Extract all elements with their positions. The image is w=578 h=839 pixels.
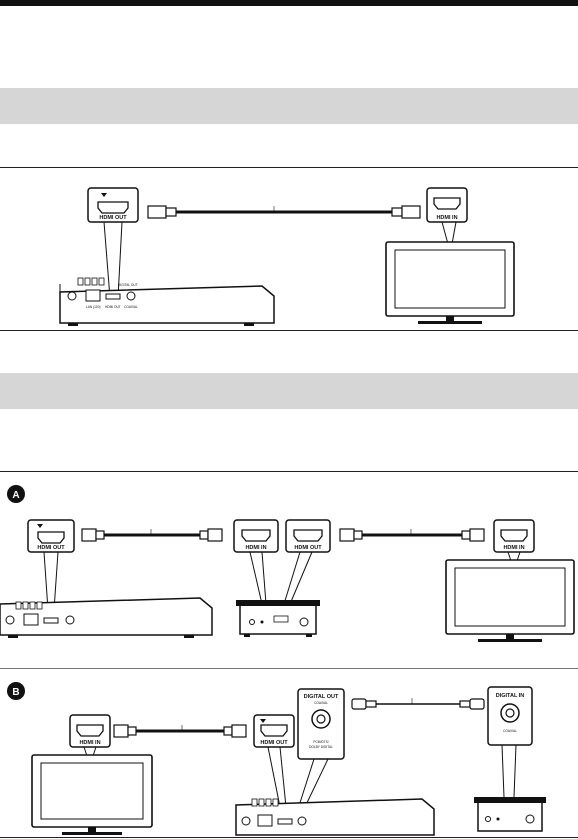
b-tv [31,754,153,835]
diagram2-bottom-rule [0,837,578,838]
b-digital-in-coaxial: COAXIAL [503,729,517,733]
b-digital-in-label: DIGITAL IN [496,693,525,699]
hdmi-cable-1 [147,205,421,219]
b-player-hdmi-out-callout: HDMI OUT [253,714,295,808]
b-digital-out-dolby: DOLBY DIGITAL [309,745,333,749]
badge-a-text: A [12,490,19,501]
badge-b-text: B [12,687,19,698]
a-player-hdmi-out-label: HDMI OUT [37,545,65,551]
panel-hdmi-out-label: HDMI OUT [105,305,121,309]
b-player-digital-out-callout: DIGITAL OUT COAXIAL PCM/DTS/ DOLBY DIGIT… [297,688,345,810]
b-digital-out-pcm: PCM/DTS/ [313,740,328,744]
bluray-player: LAN (100) HDMI OUT DIGITAL OUT COAXIAL [59,277,275,326]
diagram-tv-player-receiver-coaxial: B HDMI IN [7,682,546,836]
a-player-hdmi-out-callout: HDMI OUT [27,519,75,611]
section-band-1 [0,88,578,124]
b-av-receiver [474,797,546,832]
b-player-hdmi-out-label: HDMI OUT [260,740,288,746]
b-digital-out-coaxial: COAXIAL [314,701,328,705]
header-bar [0,0,578,6]
a-av-receiver [236,600,320,637]
b-tv-hdmi-in-label: HDMI IN [79,740,100,746]
b-receiver-digital-in-callout: DIGITAL IN COAXIAL [487,686,533,798]
diagram1-bottom-rule [0,330,578,331]
a-hdmi-cable-1 [81,528,223,542]
receiver-hdmi-in-callout: HDMI IN [233,519,279,605]
b-bluray-player [235,798,435,836]
receiver-hdmi-out-label: HDMI OUT [294,545,322,551]
player-hdmi-out-label: HDMI OUT [99,215,127,221]
panel-digital-out-label: DIGITAL OUT [118,283,138,287]
tv [385,241,515,324]
a-bluray-player [0,597,213,638]
player-hdmi-out-callout: HDMI OUT [87,187,139,299]
receiver-hdmi-out-callout: HDMI OUT [283,519,331,605]
diagram-player-receiver-tv: A HDMI OUT HDMI IN [0,485,575,642]
receiver-hdmi-in-label: HDMI IN [245,545,266,551]
section-band-2 [0,373,578,409]
badge-a: A [7,485,25,503]
a-tv-hdmi-in-label: HDMI IN [503,545,524,551]
b-tv-hdmi-in-callout: HDMI IN [69,714,111,760]
tv-hdmi-in-callout: HDMI IN [426,187,468,245]
a-tv [445,559,575,642]
panel-lan-label: LAN (100) [86,305,101,309]
diagram1-top-rule [0,167,578,168]
badge-b: B [7,682,25,700]
b-digital-out-label: DIGITAL OUT [304,694,339,700]
b-hdmi-cable [113,724,247,738]
a-hdmi-cable-2 [339,528,485,542]
diagram2-mid-rule [0,668,578,669]
tv-hdmi-in-label: HDMI IN [436,215,457,221]
a-tv-hdmi-in-callout: HDMI IN [493,519,535,565]
b-coaxial-cable [351,698,485,710]
panel-coaxial-label: COAXIAL [124,305,138,309]
diagram2-top-rule [0,471,578,472]
diagram-player-to-tv: HDMI OUT HDMI IN [59,187,515,326]
